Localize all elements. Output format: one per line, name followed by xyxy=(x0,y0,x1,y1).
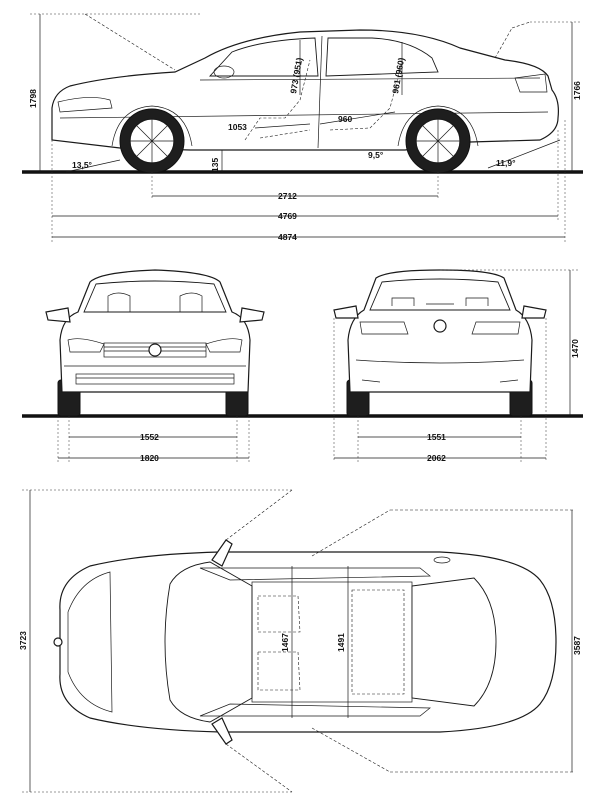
top-side-windows xyxy=(199,567,431,717)
label-length-total: 4874 xyxy=(278,232,297,242)
rear-window xyxy=(369,278,511,311)
top-view: 3723 3587 1467 1491 xyxy=(18,489,582,793)
rear-right-taillight xyxy=(471,321,521,335)
label-mirror-span: 3723 xyxy=(18,631,28,650)
front-rim-spokes xyxy=(130,119,174,163)
side-mirror xyxy=(213,65,235,79)
rear-vw-logo xyxy=(433,319,447,333)
label-shoulder-front: 1467 xyxy=(280,633,290,652)
top-front-logo xyxy=(53,637,63,647)
label-track-front: 1552 xyxy=(140,432,159,442)
callout-right-mirror xyxy=(225,743,293,793)
label-departure-angle: 11,9° xyxy=(496,158,516,168)
front-vw-logo xyxy=(148,343,162,357)
front-wheel-arch xyxy=(111,105,193,147)
front-right-mirror xyxy=(239,307,265,323)
rear-left-mirror xyxy=(333,305,359,319)
label-ground-clearance: 135 xyxy=(210,158,220,172)
label-height: 1798 xyxy=(28,89,38,108)
label-track-rear: 1551 xyxy=(427,432,446,442)
callout-rear xyxy=(494,27,513,59)
side-windows xyxy=(208,37,439,77)
callout-left-mirror xyxy=(225,489,293,541)
front-view: 1552 1820 xyxy=(22,269,583,463)
front-right-headlight xyxy=(205,338,243,353)
approach-angle-line xyxy=(65,159,121,173)
front-left-mirror xyxy=(45,307,71,323)
taillight-side xyxy=(514,73,548,93)
label-height-rear: 1766 xyxy=(572,81,582,100)
headlight-side xyxy=(57,97,113,113)
top-windshield xyxy=(164,561,253,723)
seats-outline-dashed xyxy=(244,59,403,141)
departure-angle-line xyxy=(487,139,561,169)
label-ramp-angle: 9,5° xyxy=(368,150,384,160)
side-view: 1798 1766 13,5° 135 9,5° 11,9° 973 (951)… xyxy=(22,13,583,242)
legroom-rear-line xyxy=(319,111,396,125)
rear-left-taillight xyxy=(359,321,409,335)
label-shoulder-rear: 1491 xyxy=(336,633,346,652)
label-wheelbase: 2712 xyxy=(278,191,297,201)
top-seats-dashed xyxy=(257,589,405,695)
b-pillar xyxy=(317,35,323,149)
rear-right-mirror xyxy=(521,305,547,319)
rear-wheel-arch xyxy=(397,105,479,147)
front-grille xyxy=(103,342,207,358)
label-interior-length: 3587 xyxy=(572,636,582,655)
top-rear-window xyxy=(411,577,497,707)
top-fuel-cap xyxy=(433,556,451,564)
label-width-mirrors: 2062 xyxy=(427,453,446,463)
front-seats xyxy=(107,292,203,312)
rear-view: 1470 1551 2062 xyxy=(333,269,580,463)
rear-headrests xyxy=(391,297,489,306)
belt-line xyxy=(199,77,541,81)
rear-rim-spokes xyxy=(416,119,460,163)
front-left-headlight xyxy=(67,338,105,353)
label-rear-height: 1470 xyxy=(570,339,580,358)
label-approach-angle: 13,5° xyxy=(72,160,93,170)
front-lower-intake xyxy=(75,373,235,385)
label-legroom-rear: 960 xyxy=(338,114,352,124)
top-right-mirror xyxy=(211,717,233,745)
legroom-front-line xyxy=(254,123,311,129)
top-hood-nose xyxy=(67,571,113,713)
callout-front xyxy=(84,13,176,71)
label-width-body: 1820 xyxy=(140,453,159,463)
top-left-mirror xyxy=(211,539,233,567)
label-legroom-front: 1053 xyxy=(228,122,247,132)
front-windshield xyxy=(83,280,227,313)
rear-bumper-lines xyxy=(355,359,525,383)
label-length-body: 4769 xyxy=(278,211,297,221)
